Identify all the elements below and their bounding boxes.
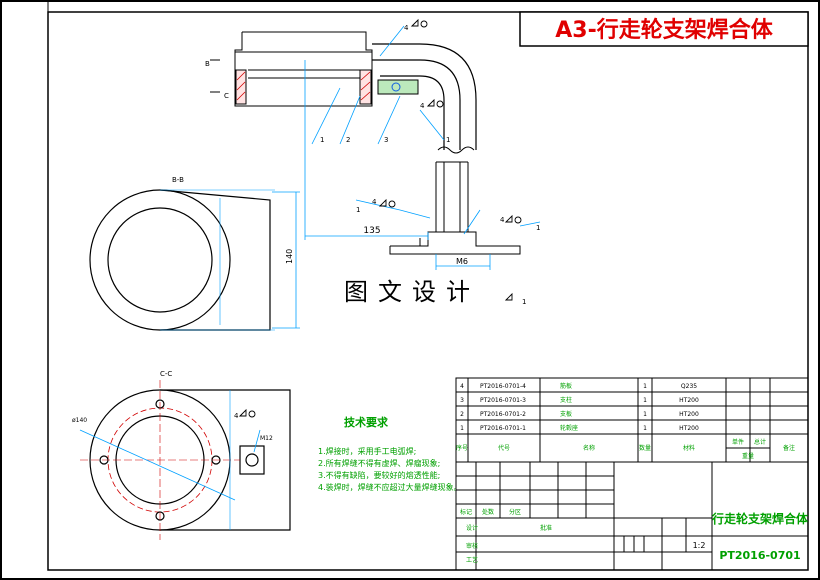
bom-row-3-qty: 1 [643,397,647,404]
section-marks [210,59,220,93]
title-block-scale: 1:2 [693,541,706,550]
top-section-view [234,31,521,255]
title-banner-box [519,11,809,47]
bom-rows: 4 PT2016-0701-4 筋板 1 Q235 3 PT2016-0701-… [456,382,795,460]
leader-4a: 4 [404,24,409,32]
leader-4e: 4 [234,412,239,420]
tech-req-title: 技术要求 [344,415,389,429]
title-banner: A3-行走轮支架焊合体 [555,17,773,43]
bom-row-3-mat: HT200 [679,397,699,404]
tb-label-zone: 分区 [509,508,521,516]
tb-label-review: 审核 [466,542,478,550]
bom-h-remark: 备注 [783,444,795,452]
tech-req-item-2: 2.所有焊缝不得有虚焊、焊瘤现象; [318,458,440,468]
dim-135-label: 135 [363,226,380,236]
title-block-labels: 标记 处数 分区 设计 审核 工艺 批准 [460,508,552,564]
dim-m12-label: M12 [260,435,273,442]
leader-4d: 4 [500,216,505,224]
tb-label-process: 工艺 [466,556,478,564]
title-block-code: PT2016-0701 [719,549,800,562]
section-label-cc: C-C [160,370,172,378]
leader-lines [311,25,541,235]
bom-row-1-qty: 1 [643,425,647,432]
bom-row-4-mat: Q235 [681,383,697,390]
bom-row-3-seq: 3 [460,397,464,404]
tech-req-item-1: 1.焊接时，采用手工电弧焊; [318,446,416,456]
section-mark-c: C [224,92,229,100]
tb-label-approve: 批准 [540,524,552,532]
bom-h-seq: 序号 [456,444,468,452]
border-frame [47,11,809,571]
bom-row-1-seq: 1 [460,425,464,432]
bom-row-2-code: PT2016-0701-2 [480,411,526,418]
bom-h-single: 单件 [732,438,744,446]
bom-table [455,377,809,463]
tb-label-design: 设计 [466,524,478,532]
leader-1c: 1 [356,206,360,214]
leader-4b: 4 [420,102,425,110]
leader-3: 3 [384,136,388,144]
dim-m6-label: M6 [456,257,468,266]
section-mark-b: B [205,60,210,68]
title-block [455,461,809,571]
dim-140-label: 140 [285,249,294,264]
dim-140 [272,191,300,329]
bom-row-2-name: 支板 [560,410,572,418]
bom-row-1-mat: HT200 [679,425,699,432]
bom-h-code: 代号 [498,444,510,452]
bom-row-1-code: PT2016-0701-1 [480,425,526,432]
tb-label-mark: 标记 [460,508,472,516]
bom-row-4-code: PT2016-0701-4 [480,383,526,390]
leader-4c: 4 [372,198,377,206]
bom-row-3-name: 支柱 [560,396,572,404]
leader-1: 1 [320,136,324,144]
section-label-bb: B-B [172,176,184,184]
tech-req-item-4: 4.装焊时，焊缝不应超过大量焊缝现象。 [318,482,462,492]
bom-row-2-qty: 1 [643,411,647,418]
cc-view [80,380,291,540]
bom-row-1-name: 轮毂座 [560,424,578,432]
bom-h-mat: 材料 [683,444,695,452]
tech-req-item-3: 3.不得有缺陷，要较好的熔透性能; [318,470,440,480]
tb-label-count: 处数 [482,508,494,516]
bom-row-2-mat: HT200 [679,411,699,418]
dim-m6 [435,254,491,270]
bom-row-3-code: PT2016-0701-3 [480,397,526,404]
leader-1d: 1 [536,224,540,232]
dim-cc-leaders [79,429,261,501]
bom-row-4-qty: 1 [643,383,647,390]
leader-1b: 1 [446,136,450,144]
bom-h-weight: 重量 [742,452,754,460]
bom-row-4-seq: 4 [460,383,464,390]
weld-symbols [238,18,522,418]
watermark: 图文设计 [344,278,480,306]
bb-view [89,189,275,331]
bom-h-qty: 数量 [639,444,651,452]
title-block-name: 行走轮支架焊合体 [711,511,809,526]
bom-row-4-name: 筋板 [560,382,572,390]
leader-2: 2 [346,136,350,144]
dim-135 [304,60,429,240]
bom-h-name: 名称 [583,444,595,452]
bom-h-total: 总计 [754,438,766,446]
dim-d140-label: ø140 [72,417,87,424]
bom-row-2-seq: 2 [460,411,464,418]
leader-1e: 1 [522,298,526,306]
